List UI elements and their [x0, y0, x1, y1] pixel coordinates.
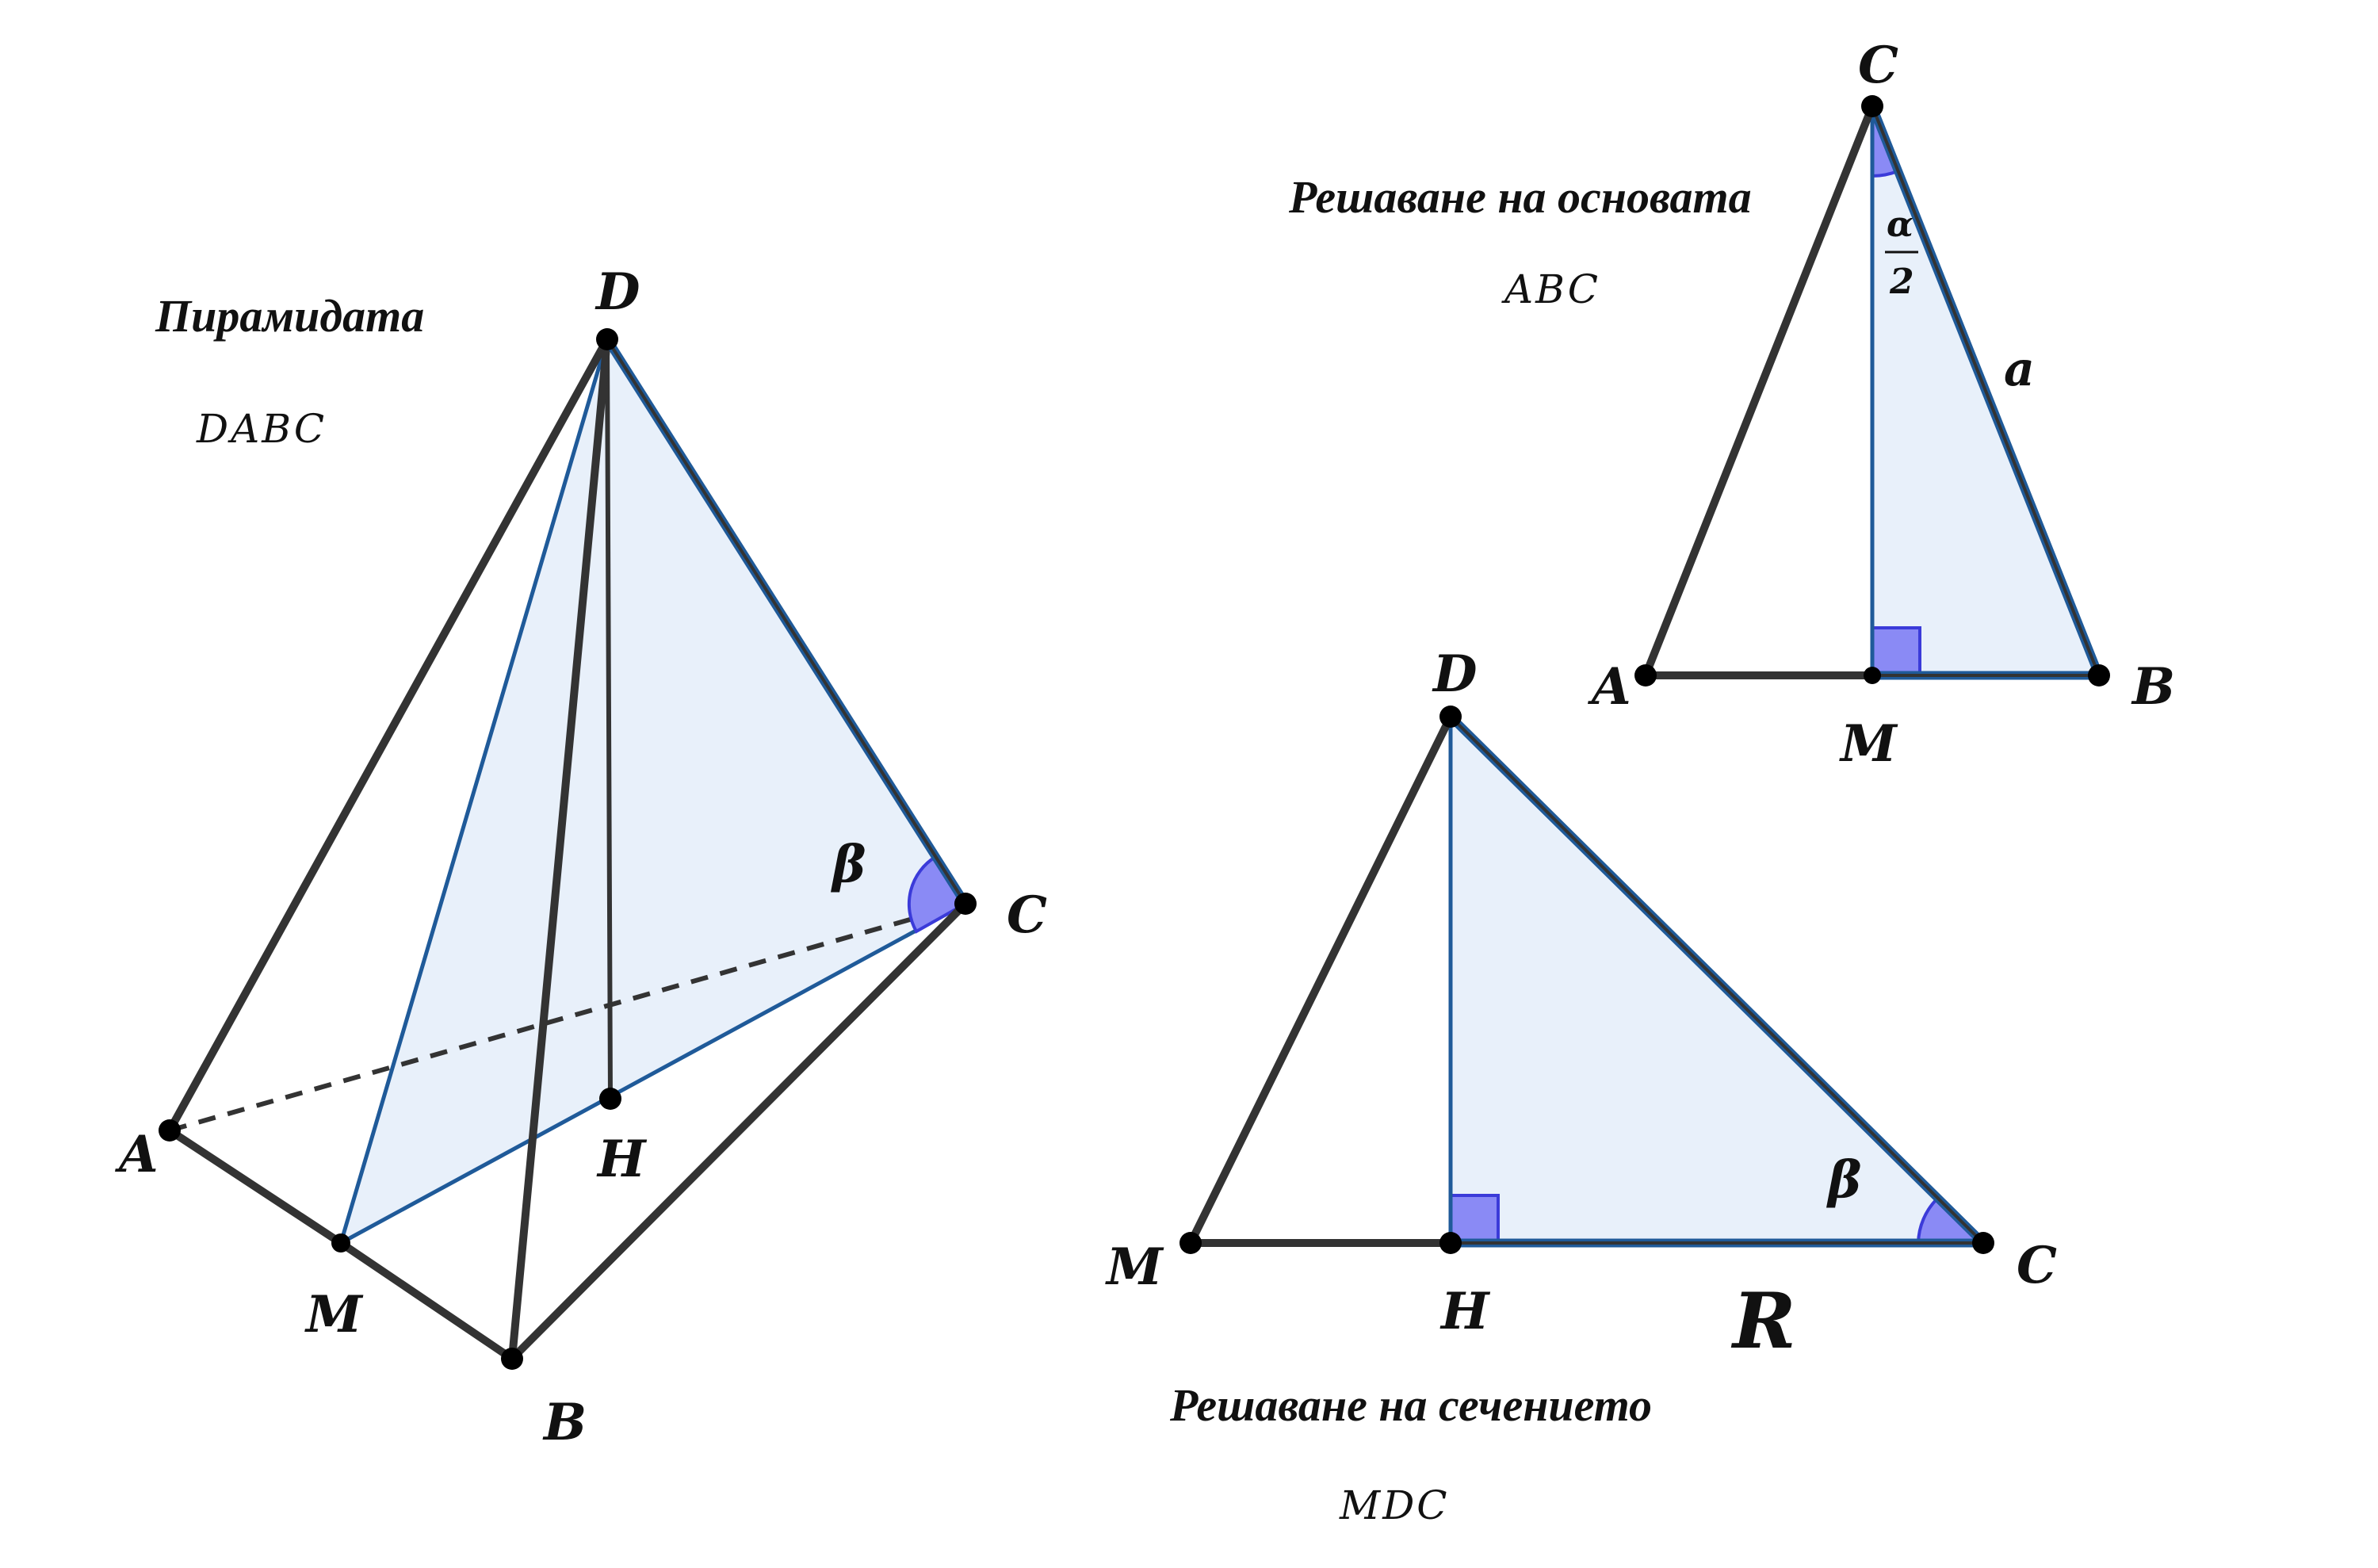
pyramid-line-dm: [338, 337, 610, 1245]
pyramid-edge-db: [508, 335, 611, 1363]
pyramid-angle-beta: [907, 855, 968, 934]
pyramid-line-mc: [338, 901, 968, 1245]
pyramid-edge-bc: [508, 900, 969, 1363]
base-vertex-m: [1864, 667, 1881, 684]
pyramid-edge-mb: [337, 1239, 516, 1363]
base-label-two: 2: [1889, 262, 1914, 302]
base-name: ABC: [1501, 266, 1600, 312]
section-label-d: D: [1432, 644, 1478, 704]
base-label-m: M: [1839, 714, 1898, 774]
section-name: MDC: [1339, 1482, 1450, 1528]
base-label-alpha: α: [1887, 205, 1913, 245]
section-title: Решаване на сечението: [1169, 1379, 1652, 1431]
pyramid-height-dh: [605, 337, 613, 1101]
section-label-h: H: [1439, 1282, 1491, 1341]
base-vertex-a: [1634, 664, 1657, 686]
section-vertex-c: [1972, 1232, 1994, 1254]
base-edge-ca: [1642, 102, 1876, 679]
pyramid-label-d: D: [594, 262, 640, 322]
section-vertex-d: [1439, 706, 1462, 728]
pyramid-edge-dc-core: [606, 338, 967, 905]
base-vertex-b: [2088, 664, 2110, 686]
pyramid-edge-da: [166, 335, 611, 1134]
pyramid-figure: Пирамидата DABC D A B C M H β: [115, 262, 1047, 1452]
base-label-side-a: a: [2004, 342, 2035, 397]
section-label-m: M: [1105, 1237, 1164, 1297]
section-edge-dm: [1187, 713, 1455, 1247]
pyramid-label-m: M: [304, 1285, 364, 1344]
pyramid-vertex-d: [596, 328, 618, 350]
base-label-c: C: [1858, 36, 1898, 95]
base-title: Решаване на основата: [1288, 171, 1752, 223]
base-figure: Решаване на основата ABC C A B M α 2 a: [1288, 36, 2175, 774]
pyramid-name: DABC: [196, 406, 327, 452]
section-label-beta: β: [1826, 1150, 1862, 1210]
section-label-r: R: [1730, 1276, 1796, 1366]
section-label-c: C: [2017, 1236, 2057, 1295]
pyramid-label-c: C: [1007, 885, 1047, 945]
section-figure: D M H C β R Решаване на сечението MDC: [1105, 644, 2057, 1528]
pyramid-label-b: B: [542, 1393, 587, 1452]
pyramid-section-face: [341, 339, 965, 1243]
pyramid-vertex-h: [599, 1088, 621, 1110]
pyramid-edge-am: [166, 1126, 345, 1247]
base-edge-cb-core: [1871, 105, 2101, 676]
pyramid-edge-ac: [169, 901, 966, 1133]
pyramid-label-a: A: [115, 1125, 159, 1184]
pyramid-vertex-m: [331, 1233, 350, 1252]
pyramid-vertex-a: [159, 1119, 181, 1142]
base-label-a: A: [1588, 657, 1631, 717]
base-vertex-c: [1861, 95, 1883, 117]
section-vertex-m: [1179, 1232, 1202, 1254]
base-right-angle-mark: [1871, 626, 1921, 677]
base-label-b: B: [2131, 657, 2175, 717]
section-edge-dc-core: [1449, 715, 1985, 1245]
pyramid-label-h: H: [596, 1130, 648, 1189]
section-vertex-h: [1439, 1232, 1462, 1254]
pyramid-vertex-c: [954, 893, 977, 915]
pyramid-title: Пирамидата: [155, 290, 424, 342]
pyramid-label-beta: β: [831, 835, 866, 894]
pyramid-vertex-b: [501, 1348, 523, 1370]
